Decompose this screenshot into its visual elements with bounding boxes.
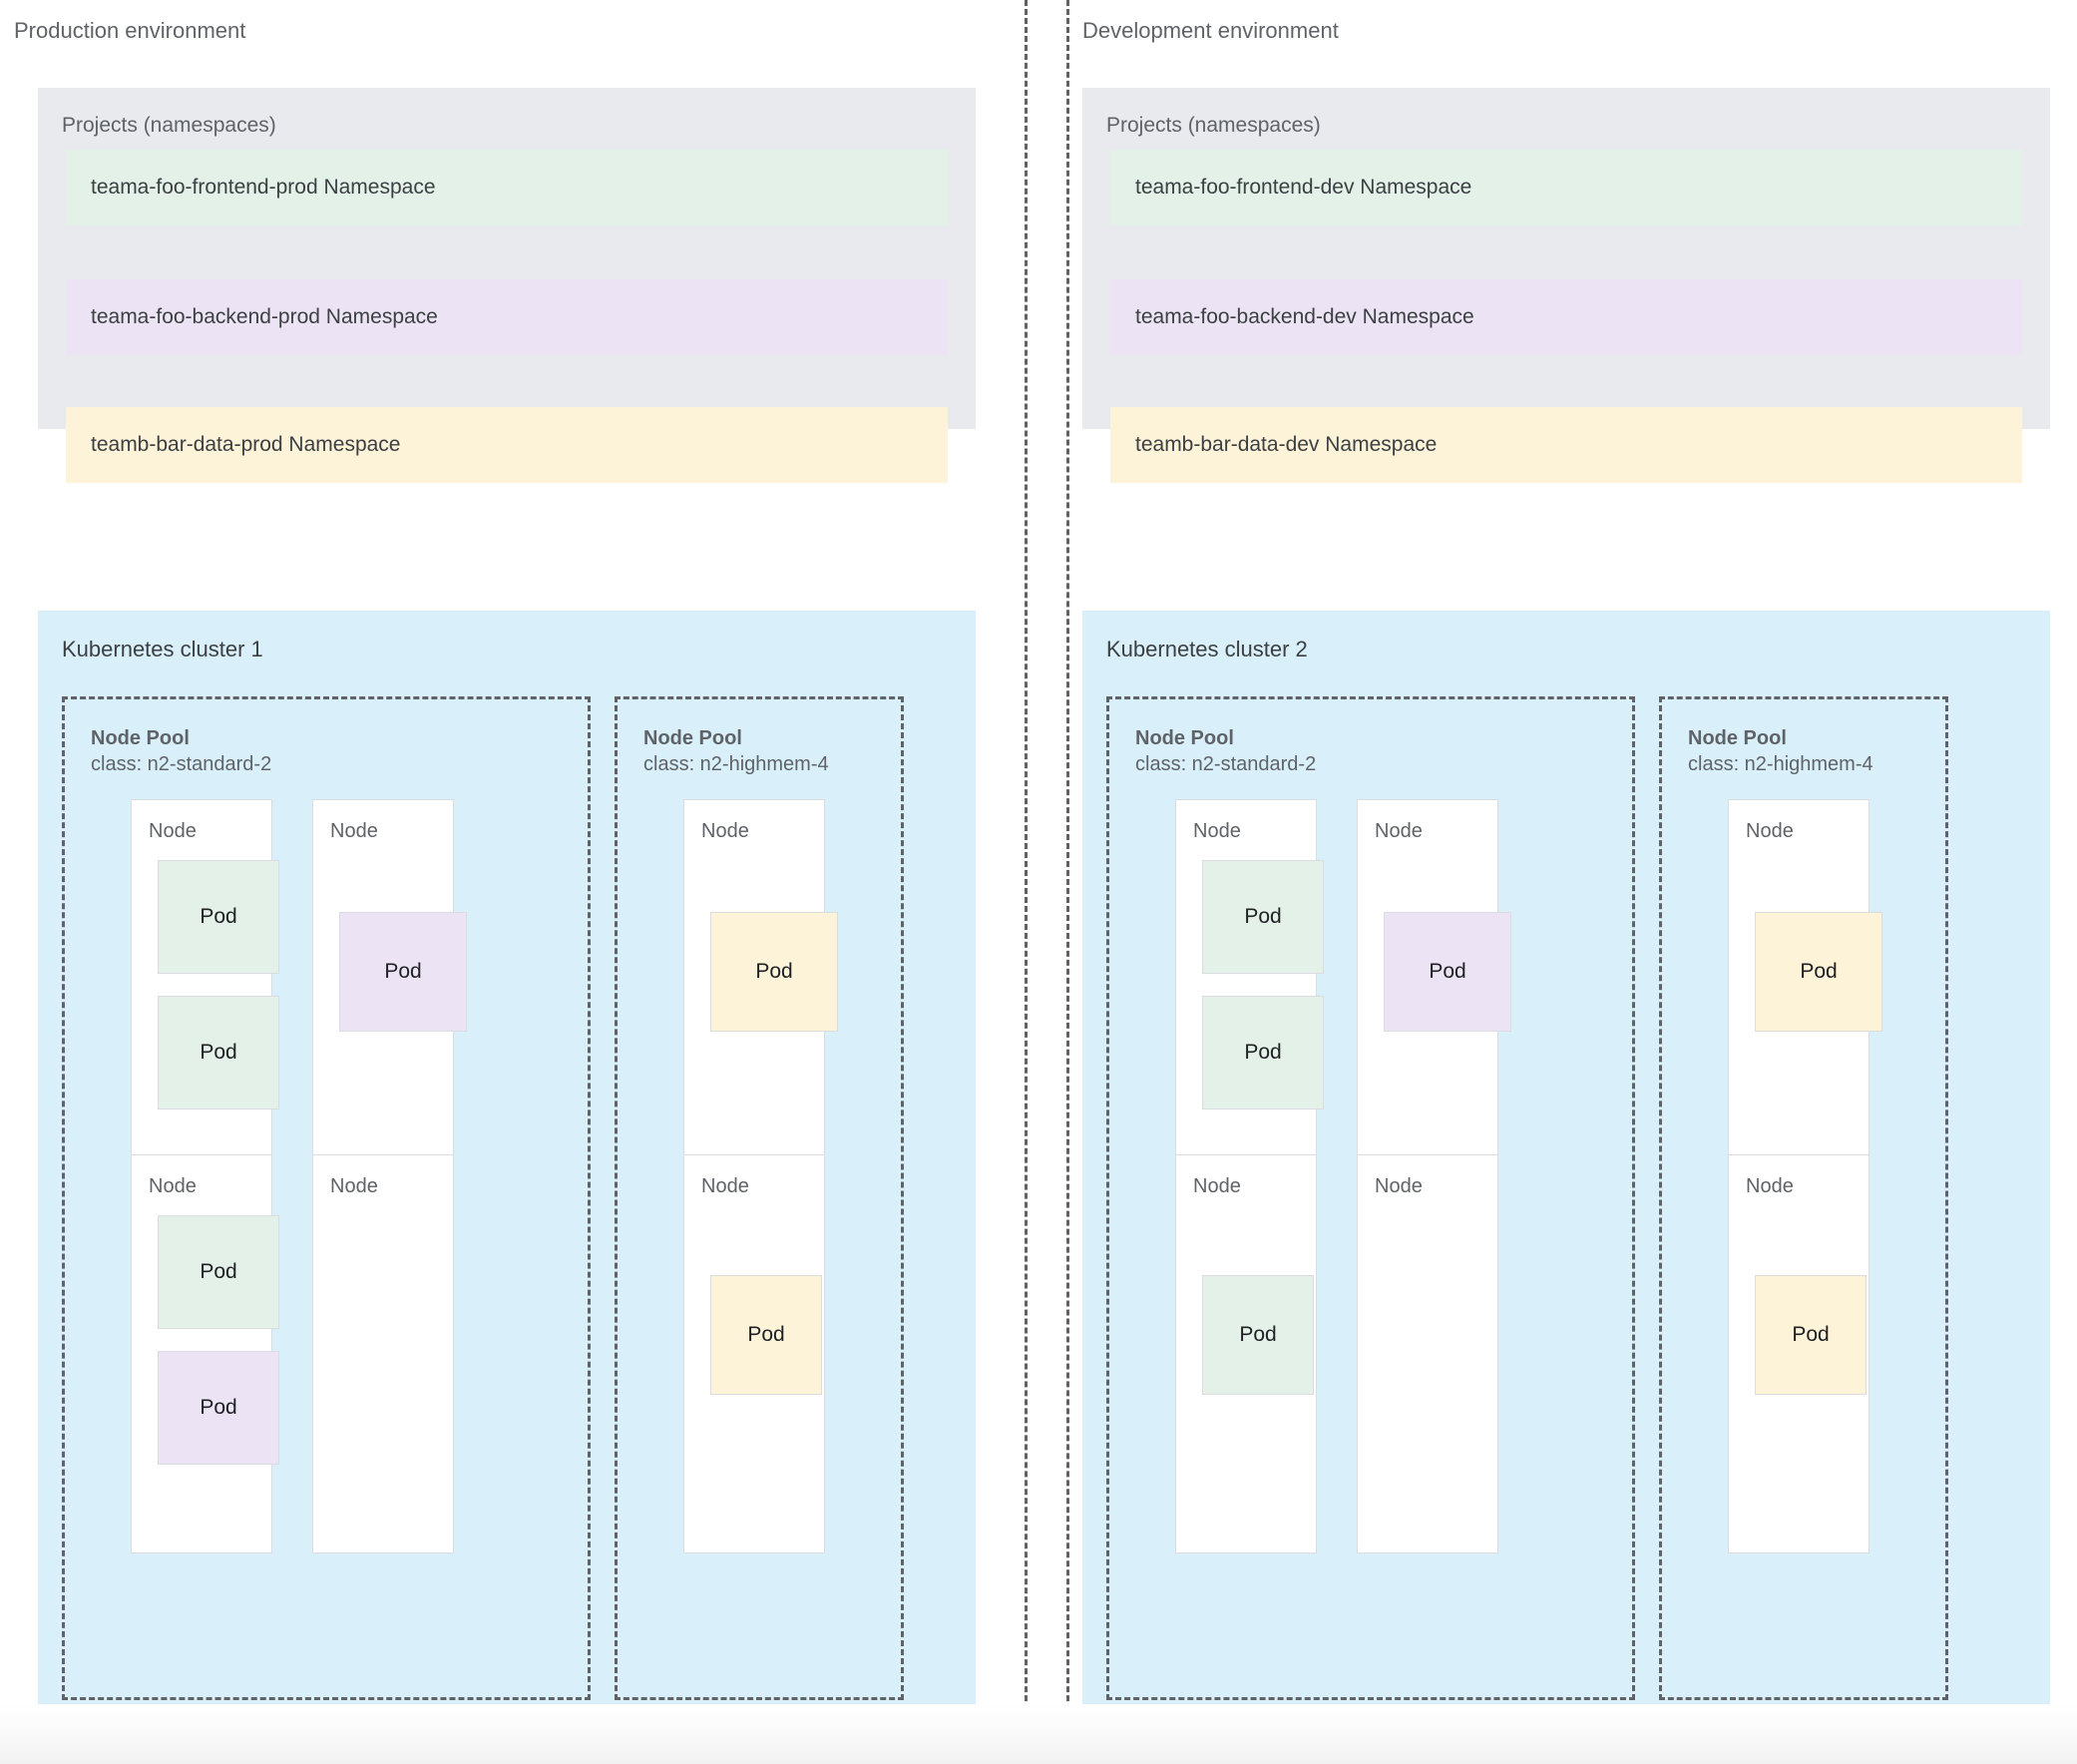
node-pool-name: Node Pool [643, 727, 742, 749]
cluster-title: Kubernetes cluster 2 [1106, 637, 1308, 662]
pod-box[interactable]: Pod [1202, 860, 1324, 974]
projects-panel-title: Projects (namespaces) [62, 114, 276, 137]
namespace-label: teama-foo-backend-prod Namespace [91, 305, 438, 328]
environment-divider-line-left [1025, 0, 1028, 1764]
pod-box[interactable]: Pod [710, 1275, 822, 1395]
pod-label: Pod [1244, 1041, 1282, 1064]
environment-title: Production environment [14, 18, 246, 43]
namespace-card[interactable]: teamb-bar-data-dev Namespace [1110, 407, 2022, 483]
node-pool-class: class: n2-standard-2 [91, 753, 272, 775]
node-pool-class: class: n2-standard-2 [1135, 753, 1317, 775]
node-box[interactable]: Node [312, 1154, 454, 1553]
pod-label: Pod [200, 1396, 237, 1419]
pod-label: Pod [200, 1041, 237, 1064]
pod-label: Pod [1244, 905, 1282, 928]
node-label: Node [1193, 820, 1241, 842]
namespace-label: teamb-bar-data-dev Namespace [1135, 433, 1438, 456]
node-pool-name: Node Pool [91, 727, 190, 749]
namespace-label: teamb-bar-data-prod Namespace [91, 433, 401, 456]
node-label: Node [149, 1175, 197, 1197]
pod-box[interactable]: Pod [1384, 912, 1511, 1032]
pod-box[interactable]: Pod [158, 1351, 279, 1465]
node-label: Node [149, 820, 197, 842]
node-label: Node [1746, 1175, 1794, 1197]
pod-box[interactable]: Pod [158, 860, 279, 974]
node-pool-class: class: n2-highmem-4 [1688, 753, 1873, 775]
node-label: Node [330, 1175, 378, 1197]
node-label: Node [1375, 1175, 1423, 1197]
namespace-card[interactable]: teama-foo-backend-prod Namespace [66, 279, 948, 355]
namespace-label: teama-foo-frontend-prod Namespace [91, 176, 436, 199]
node-label: Node [1375, 820, 1423, 842]
namespace-card[interactable]: teama-foo-frontend-dev Namespace [1110, 150, 2022, 225]
node-label: Node [701, 820, 749, 842]
pod-box[interactable]: Pod [158, 996, 279, 1109]
pod-label: Pod [1800, 960, 1838, 983]
node-label: Node [330, 820, 378, 842]
pod-label: Pod [1239, 1323, 1277, 1346]
pod-label: Pod [1429, 960, 1466, 983]
namespace-label: teama-foo-frontend-dev Namespace [1135, 176, 1472, 199]
pod-box[interactable]: Pod [1202, 996, 1324, 1109]
node-label: Node [701, 1175, 749, 1197]
projects-panel: Projects (namespaces) teama-foo-frontend… [38, 88, 976, 483]
namespace-card[interactable]: teama-foo-backend-dev Namespace [1110, 279, 2022, 355]
pod-box[interactable]: Pod [1755, 912, 1882, 1032]
node-label: Node [1746, 820, 1794, 842]
projects-panel: Projects (namespaces) teama-foo-frontend… [1082, 88, 2050, 483]
pod-box[interactable]: Pod [1202, 1275, 1314, 1395]
pod-box[interactable]: Pod [158, 1215, 279, 1329]
kubernetes-cluster-panel: Kubernetes cluster 1 Node Pool class: n2-… [38, 611, 976, 1736]
pod-box[interactable]: Pod [710, 912, 838, 1032]
pod-label: Pod [384, 960, 422, 983]
node-pool-class: class: n2-highmem-4 [643, 753, 829, 775]
node-pool-name: Node Pool [1688, 727, 1787, 749]
pod-label: Pod [200, 1260, 237, 1283]
environment-title: Development environment [1082, 18, 1339, 43]
node-box[interactable]: Node [1357, 1154, 1498, 1553]
pod-label: Pod [755, 960, 793, 983]
node-label: Node [1193, 1175, 1241, 1197]
kubernetes-cluster-panel: Kubernetes cluster 2 Node Pool class: n2-… [1082, 611, 2050, 1736]
namespace-card[interactable]: teamb-bar-data-prod Namespace [66, 407, 948, 483]
page-bottom-fade [0, 1704, 2077, 1764]
pod-label: Pod [200, 905, 237, 928]
cluster-title: Kubernetes cluster 1 [62, 637, 263, 662]
namespace-card[interactable]: teama-foo-frontend-prod Namespace [66, 150, 948, 225]
pod-label: Pod [747, 1323, 785, 1346]
node-pool-name: Node Pool [1135, 727, 1234, 749]
projects-panel-title: Projects (namespaces) [1106, 114, 1321, 137]
pod-box[interactable]: Pod [1755, 1275, 1867, 1395]
pod-box[interactable]: Pod [339, 912, 467, 1032]
namespace-label: teama-foo-backend-dev Namespace [1135, 305, 1474, 328]
pod-label: Pod [1792, 1323, 1830, 1346]
environment-divider-line-right [1066, 0, 1069, 1764]
